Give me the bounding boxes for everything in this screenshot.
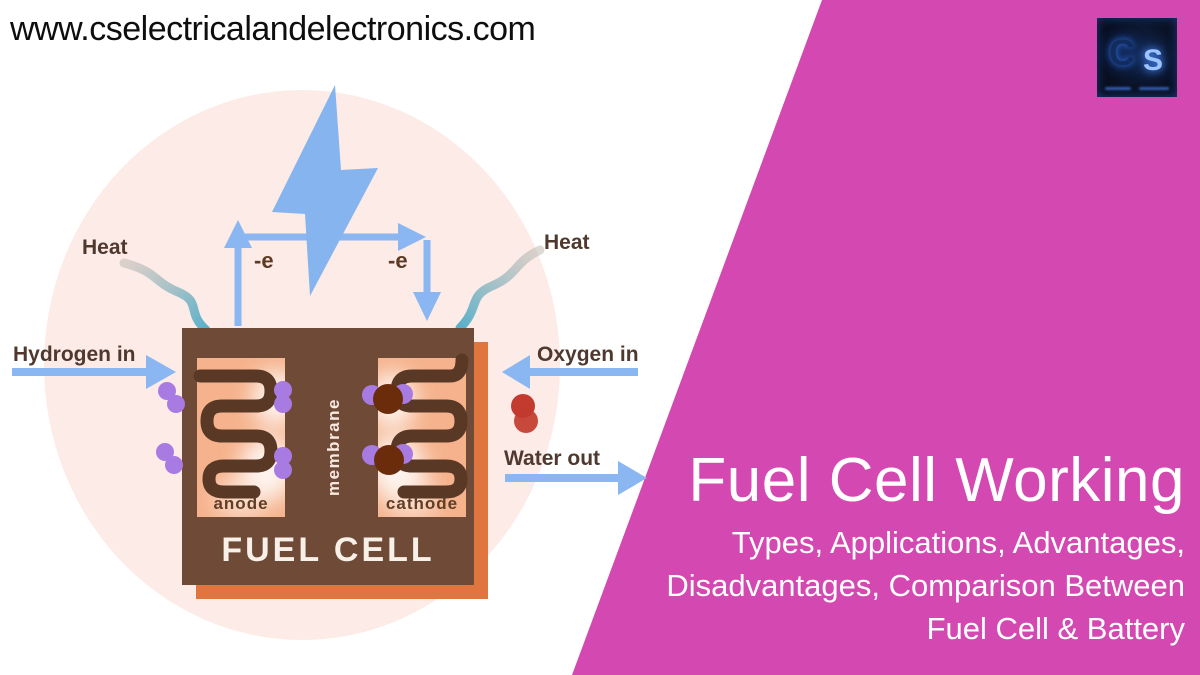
hydrogen-molecules (156, 381, 292, 479)
logo-signature-stroke (1105, 87, 1131, 90)
oxygen-in-arrow-head (502, 355, 530, 389)
hydrogen-in-label: Hydrogen in (13, 343, 136, 366)
electron-arrow-up-head (224, 220, 252, 248)
logo-signature-stroke (1139, 87, 1169, 90)
water-out-label: Water out (504, 447, 601, 470)
logo-letter-s: S (1143, 44, 1164, 77)
heat-wave-right-icon (455, 245, 545, 333)
oxygen-in-label: Oxygen in (537, 343, 639, 366)
hydrogen-in-arrow-head (146, 355, 176, 389)
heat-wave-left-icon (119, 258, 211, 335)
electron-arrow-across-head (398, 223, 426, 251)
cathode-channel (390, 353, 469, 499)
electron-arrow-down-head (413, 292, 441, 321)
flow-arrows (12, 355, 647, 495)
subtitle-line-2: Disadvantages, Comparison Between (666, 568, 1185, 603)
cs-logo: C S (1097, 18, 1177, 97)
website-url: www.cselectricalandelectronics.com (10, 10, 536, 48)
heat-label-left: Heat (82, 236, 128, 259)
fuel-cell-title: FUEL CELL (221, 531, 435, 569)
logo-letter-c: C (1109, 32, 1135, 73)
membrane-label: membrane (324, 398, 343, 496)
subtitle-line-1: Types, Applications, Advantages, (731, 525, 1185, 560)
anode-label: anode (213, 494, 269, 513)
subtitle-line-3: Fuel Cell & Battery (926, 611, 1185, 646)
cathode-label: cathode (385, 494, 459, 513)
water-molecule (511, 394, 538, 433)
electron-label-right: -e (388, 248, 408, 273)
oxygen-molecules (362, 384, 413, 475)
electron-label-left: -e (254, 248, 274, 273)
water-out-arrow-head (618, 461, 647, 495)
heat-label-right: Heat (544, 231, 590, 254)
page-title: Fuel Cell Working (688, 446, 1185, 515)
electricity-bolt-icon (272, 85, 378, 296)
page-subtitle: Types, Applications, Advantages, Disadva… (666, 521, 1185, 650)
anode-channel (193, 369, 278, 499)
